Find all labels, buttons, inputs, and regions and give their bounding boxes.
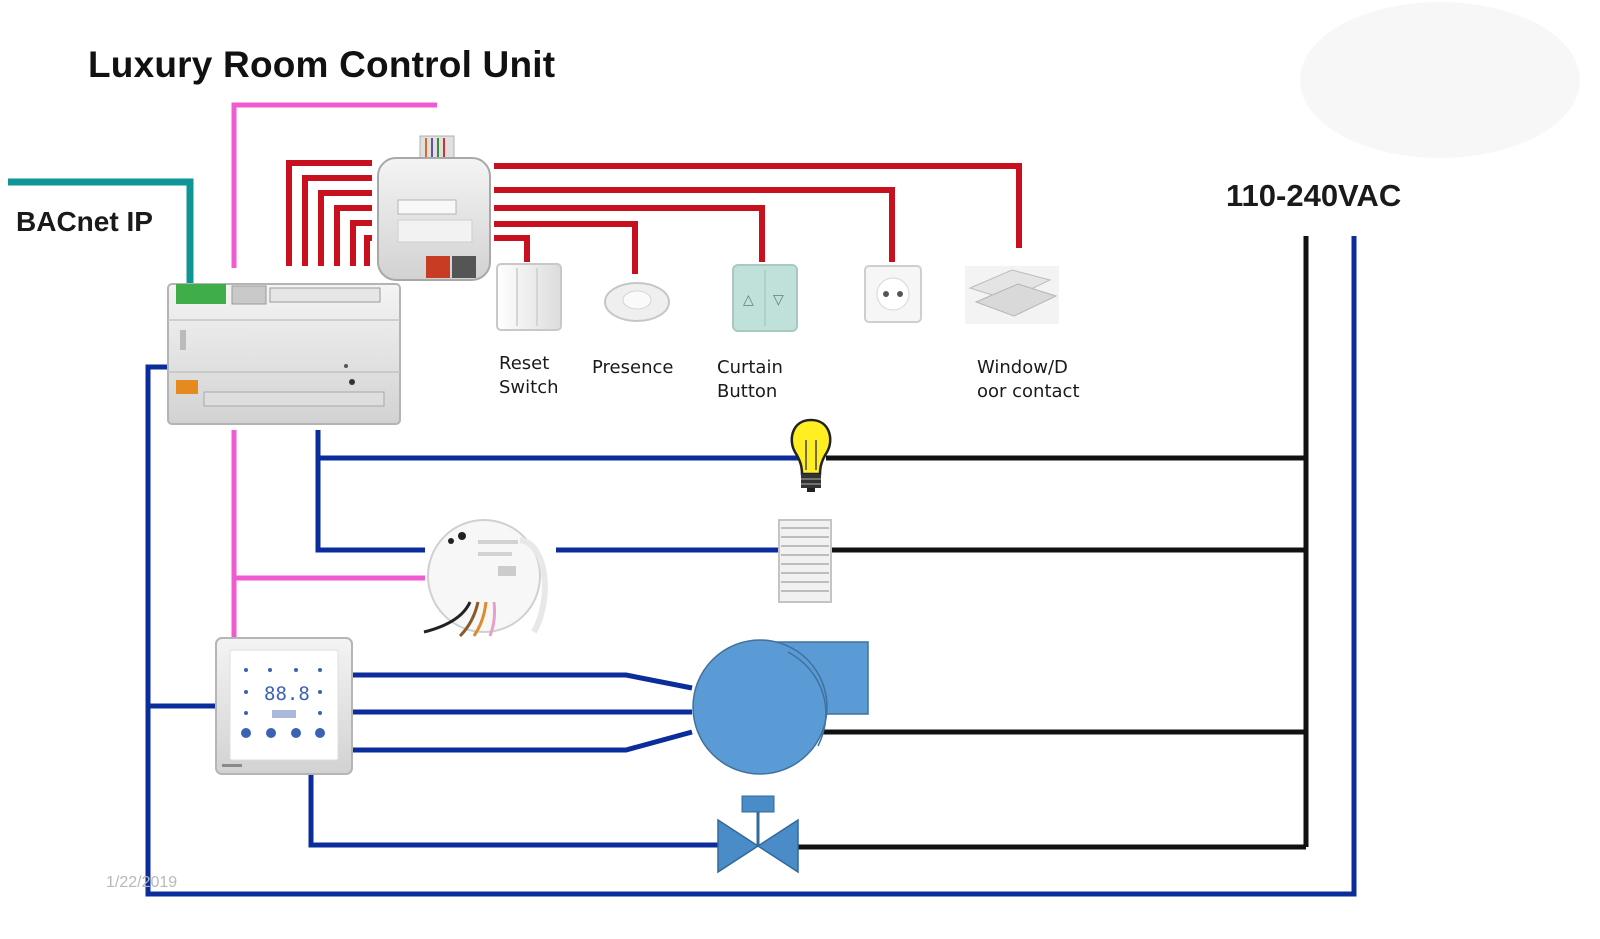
bacnet-label: BACnet IP	[16, 206, 153, 237]
window-door-contact-label: Window/D oor contact	[977, 356, 1080, 404]
fan-icon	[692, 639, 869, 775]
red-curtain	[494, 205, 765, 262]
blind-actuator-device	[423, 519, 548, 638]
red-bus	[286, 160, 1022, 274]
window-door-contact-label-line1: Window/D	[977, 357, 1068, 378]
fan-speed-1	[352, 672, 693, 691]
presence-sensor-device	[604, 282, 670, 322]
valve-wire	[308, 775, 720, 848]
light-wire	[315, 430, 800, 461]
venetian-blind-icon	[778, 519, 832, 603]
reset-switch-device	[496, 263, 562, 331]
reset-switch-label-line2: Switch	[499, 377, 559, 398]
thermostat-device: 88.8	[215, 637, 353, 775]
power-label: 110-240VAC	[1226, 178, 1402, 213]
light-bulb-icon	[790, 418, 832, 492]
magenta-bus	[231, 102, 437, 637]
up-arrow-icon: △	[743, 292, 754, 308]
bacnet-wire	[8, 178, 194, 286]
curtain-button-label-line1: Curtain	[717, 357, 783, 378]
presence-label: Presence	[592, 357, 674, 378]
thermostat-icons	[241, 668, 325, 738]
reset-switch-label-line1: Reset	[499, 353, 550, 374]
bus-coupler	[377, 135, 491, 281]
black-wires	[798, 236, 1309, 850]
valve-icon	[717, 795, 799, 874]
curtain-button-label-line2: Button	[717, 381, 778, 402]
bacnet-port	[176, 284, 226, 304]
window-door-contact-label-line2: oor contact	[977, 381, 1080, 402]
fan-speed-3	[352, 729, 693, 753]
red-reset	[494, 235, 530, 262]
red-window-contact	[494, 163, 1022, 248]
curtain-button-device: △ ▽	[732, 264, 798, 332]
outer-blue-loop	[145, 236, 1357, 897]
socket-device	[864, 265, 922, 323]
magenta-top	[231, 102, 437, 268]
diagram-title: Luxury Room Control Unit	[88, 44, 556, 85]
thermostat-display: 88.8	[264, 683, 310, 705]
reset-switch-label: Reset Switch	[499, 352, 559, 400]
room-controller	[167, 283, 401, 425]
down-arrow-icon: ▽	[773, 292, 784, 308]
footer-date: 1/22/2019	[106, 874, 178, 891]
red-presence	[494, 221, 638, 274]
red-socket	[494, 187, 895, 262]
blind-actuator-wire	[315, 458, 425, 553]
window-contact-device	[965, 266, 1059, 324]
blue-wires	[145, 236, 1357, 897]
curtain-button-label: Curtain Button	[717, 356, 783, 404]
background-smudge	[1300, 2, 1580, 158]
